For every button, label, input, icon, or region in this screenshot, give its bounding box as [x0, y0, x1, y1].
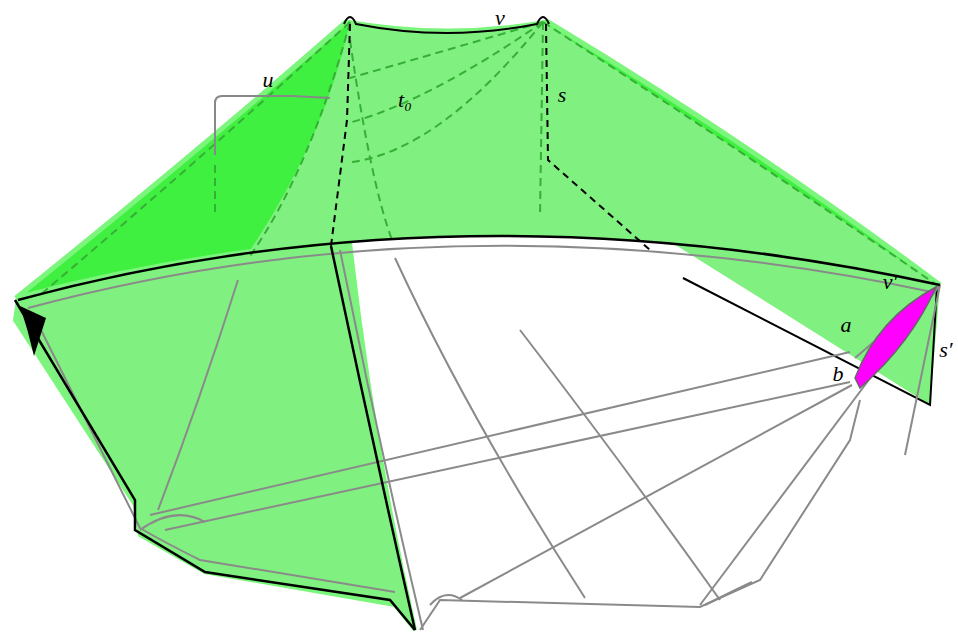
gray-curves [28, 246, 940, 630]
math-label: b [833, 363, 844, 385]
light-green-region [674, 244, 940, 405]
outline [15, 236, 940, 630]
math-label: v′ [883, 271, 898, 293]
dashed-edge [546, 24, 650, 250]
white-region [0, 236, 958, 632]
dashed-edge [331, 24, 350, 246]
math-label: a [841, 314, 852, 336]
bracket [215, 96, 330, 155]
light-green-region [15, 242, 415, 630]
math-label: s [558, 84, 567, 106]
magenta-region [855, 287, 936, 388]
math-label: t₀ [398, 89, 412, 111]
math-label: u [263, 69, 274, 91]
edge-line [683, 278, 937, 405]
math-label: s′ [939, 339, 952, 361]
black-blob [20, 306, 46, 356]
math-label: v [495, 7, 505, 29]
dashed-curves [40, 22, 934, 295]
top-edge [344, 17, 549, 33]
